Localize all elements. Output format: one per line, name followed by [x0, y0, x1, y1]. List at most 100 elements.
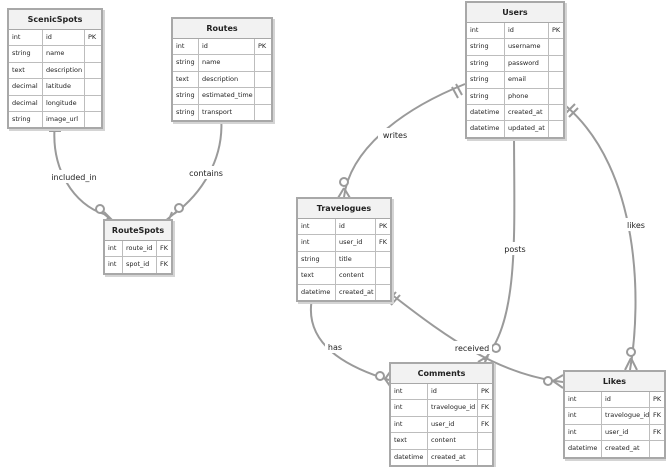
field-name: id: [199, 39, 255, 55]
field-type: decimal: [9, 79, 43, 95]
entity-title: Likes: [565, 372, 664, 392]
field-key: [85, 96, 101, 111]
entity-title: RouteSpots: [105, 221, 171, 241]
field-key: FK: [653, 427, 662, 436]
field-key: FK: [160, 244, 169, 252]
field-key: PK: [552, 26, 561, 34]
field-type: text: [9, 62, 43, 79]
field-name: latitude: [43, 79, 85, 95]
field-name: id: [336, 219, 376, 235]
rel-line-has: [310, 293, 390, 381]
field-key: [549, 39, 563, 54]
field-key: [549, 89, 563, 104]
field-type: int: [105, 241, 123, 257]
field-type: datetime: [565, 441, 602, 457]
field-name: created_at: [336, 284, 376, 300]
field-name: content: [428, 433, 478, 449]
field-type: text: [173, 71, 199, 88]
rel-mark-one: [568, 107, 579, 118]
field-type: datetime: [467, 121, 505, 137]
field-name: email: [505, 72, 549, 88]
field-name: user_id: [602, 424, 650, 441]
rel-label-likes: likes: [627, 221, 645, 230]
field-key: [255, 55, 271, 70]
field-key: FK: [481, 419, 490, 428]
field-type: int: [298, 219, 336, 235]
field-key: [255, 105, 271, 120]
field-name: phone: [505, 88, 549, 104]
field-key: [255, 88, 271, 103]
field-name: user_id: [428, 416, 478, 433]
field-name: username: [505, 39, 549, 55]
field-key: [85, 46, 101, 61]
field-type: int: [173, 39, 199, 55]
rel-label-writes: writes: [383, 131, 407, 140]
rel-label-contains: contains: [189, 169, 223, 178]
rel-mark-one: [455, 83, 463, 96]
field-type: datetime: [391, 449, 428, 465]
field-name: id: [505, 23, 549, 39]
field-key: [549, 121, 563, 136]
field-type: int: [565, 424, 602, 441]
rel-line-posts: [483, 129, 516, 361]
field-key: [255, 72, 271, 87]
field-name: estimated_time: [199, 88, 255, 104]
field-type: text: [298, 268, 336, 284]
field-type: int: [105, 257, 123, 273]
rel-mark-zero: [626, 347, 636, 357]
field-name: id: [602, 392, 650, 408]
field-type: string: [9, 46, 43, 62]
field-key: FK: [481, 403, 490, 412]
rel-label-posts: posts: [504, 245, 525, 254]
field-key: FK: [160, 260, 169, 269]
field-key: [478, 450, 492, 465]
field-name: travelogue_id: [602, 408, 650, 424]
field-name: updated_at: [505, 121, 549, 137]
rel-label-included-in: included_in: [51, 173, 96, 182]
field-type: int: [565, 408, 602, 424]
field-name: name: [43, 46, 85, 62]
entity-title: Travelogues: [298, 199, 390, 219]
field-name: spot_id: [123, 257, 157, 273]
field-type: string: [173, 88, 199, 104]
field-key: PK: [258, 42, 267, 50]
rel-label-has: has: [328, 343, 342, 352]
field-key: [85, 63, 101, 78]
field-key: PK: [653, 395, 662, 403]
field-name: id: [428, 384, 478, 400]
rel-mark-zero: [95, 204, 105, 214]
field-type: int: [298, 235, 336, 251]
field-name: travelogue_id: [428, 400, 478, 416]
rel-mark-zero: [543, 376, 553, 386]
field-type: datetime: [467, 104, 505, 121]
rel-mark-one: [451, 86, 459, 99]
field-type: int: [565, 392, 602, 408]
rel-line-contains: [173, 115, 223, 215]
field-name: created_at: [505, 104, 549, 121]
